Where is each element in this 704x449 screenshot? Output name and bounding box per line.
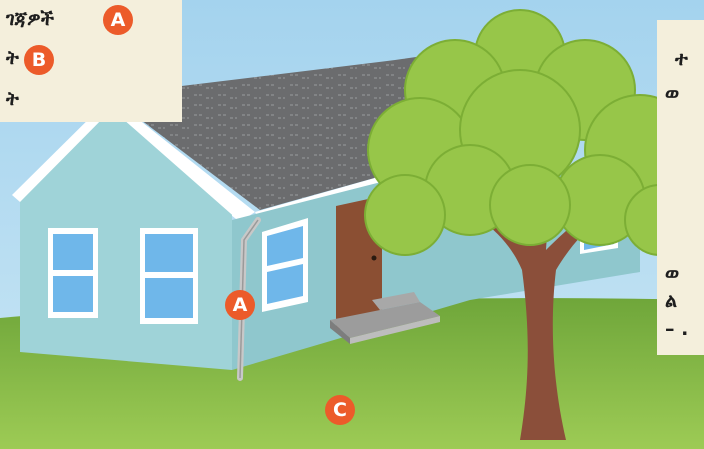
side-window <box>262 218 308 312</box>
front-window-right <box>140 228 198 324</box>
panel-right-line-2: ወ <box>665 82 679 104</box>
panel-left-line-3: ት <box>6 88 19 110</box>
text-panel-right: ተ ወ ወ ል – . <box>657 20 704 355</box>
marker-a-top[interactable]: A <box>103 5 133 35</box>
panel-right-line-5: – . <box>665 318 688 340</box>
marker-b[interactable]: B <box>24 45 54 75</box>
marker-c[interactable]: C <box>325 395 355 425</box>
panel-left-line-2: ት <box>6 47 19 69</box>
front-window-left <box>48 228 98 318</box>
marker-a-house[interactable]: A <box>225 290 255 320</box>
panel-left-line-1: ገጃዎች <box>6 8 54 30</box>
panel-right-line-3: ወ <box>665 262 679 284</box>
panel-right-line-4: ል <box>665 290 677 312</box>
panel-right-line-1: ተ <box>675 48 688 70</box>
